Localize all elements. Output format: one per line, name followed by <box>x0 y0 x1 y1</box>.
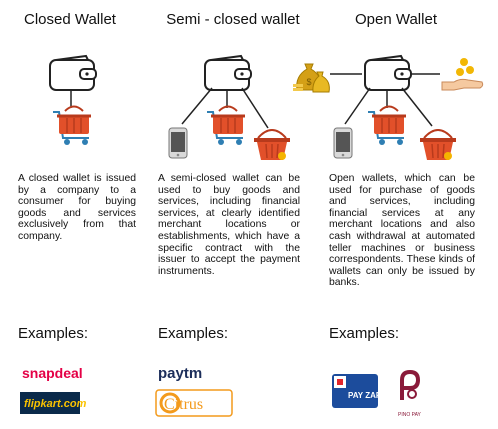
svg-text:paytm: paytm <box>158 365 202 382</box>
money-bags-icon: $ <box>293 63 330 93</box>
snapdeal-logo: snapdeal <box>22 365 83 381</box>
connector-line <box>401 87 433 127</box>
svg-text:flipkart.com: flipkart.com <box>24 398 87 410</box>
pinopay-logo: PINO PAY <box>398 369 422 418</box>
phone-icon <box>168 127 188 159</box>
connector-line <box>241 87 269 129</box>
hand-coins-icon <box>441 58 484 91</box>
examples-label-closed: Examples: <box>18 325 89 342</box>
cart-icon <box>205 105 247 147</box>
payzapp-logo: PAY ZAPP <box>332 374 387 408</box>
phone-icon <box>333 127 353 159</box>
semi-closed-wallet-icon <box>204 55 252 91</box>
open-wallet-description: Open wallets, which can be used for purc… <box>329 173 475 289</box>
paytm-logo: paytm <box>158 365 202 382</box>
title-open-wallet: Open Wallet <box>355 11 437 28</box>
title-semi-closed-wallet: Semi - closed wallet <box>166 11 300 28</box>
svg-text:$: $ <box>306 77 311 87</box>
svg-text:PINO PAY: PINO PAY <box>398 412 422 418</box>
svg-text:Citrus: Citrus <box>164 396 203 413</box>
examples-label-semi-closed: Examples: <box>158 325 229 342</box>
connector-line <box>181 87 213 125</box>
citrus-logo: Citrus <box>155 389 233 417</box>
basket-icon <box>253 129 291 161</box>
examples-label-open: Examples: <box>329 325 400 342</box>
title-closed-wallet: Closed Wallet <box>24 11 116 28</box>
cart-icon <box>366 105 408 147</box>
closed-wallet-icon <box>49 55 97 91</box>
semi-closed-wallet-description: A semi-closed wallet can be used to buy … <box>158 173 300 277</box>
svg-text:snapdeal: snapdeal <box>22 365 83 381</box>
basket-icon <box>419 129 457 161</box>
wallet-diagram: $ <box>49 55 484 161</box>
svg-text:PAY ZAPP: PAY ZAPP <box>348 391 387 400</box>
flipkart-logo: flipkart.com <box>20 392 87 414</box>
connector-line <box>344 87 371 125</box>
open-wallet-icon <box>364 55 412 91</box>
closed-wallet-description: A closed wallet is issued by a company t… <box>18 173 136 242</box>
cart-icon <box>51 105 93 147</box>
